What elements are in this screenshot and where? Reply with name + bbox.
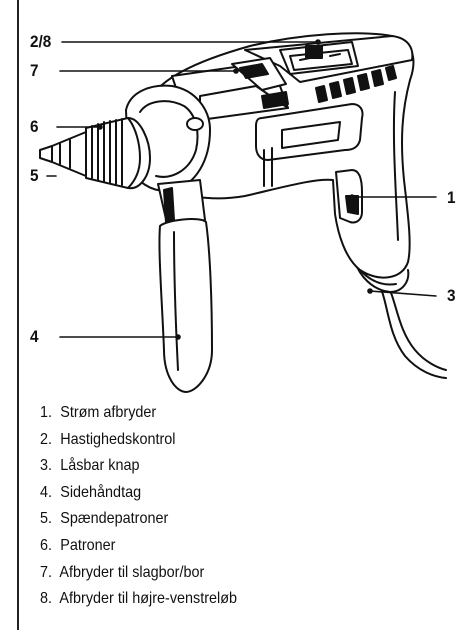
page-border-line [17, 0, 19, 630]
legend-label: Patroner [60, 536, 116, 554]
callout-1: 1 [447, 188, 456, 207]
legend-number: 8. [40, 590, 53, 608]
legend-item: 6. Patroner [40, 533, 237, 560]
legend-label: Hastighedskontrol [60, 430, 176, 448]
legend-item: 4. Sidehåndtag [40, 480, 237, 507]
legend-number: 1. [40, 404, 53, 421]
legend-item: 8. Afbryder til højre-venstreløb [40, 586, 237, 613]
callout-6: 6 [30, 117, 39, 136]
power-cord [379, 285, 447, 379]
legend-number: 7. [40, 563, 53, 581]
legend-item: 2. Hastighedskontrol [40, 427, 237, 454]
chuck-jaws [39, 131, 87, 177]
legend-label: Afbryder til slagbor/bor [59, 563, 205, 581]
legend-number: 2. [40, 430, 53, 448]
legend-label: Afbryder til højre-venstreløb [59, 590, 238, 608]
legend-item: 5. Spændepatroner [40, 506, 237, 533]
top-housing [244, 35, 414, 103]
callout-4: 4 [30, 327, 39, 346]
legend-item: 3. Låsbar knap [40, 453, 237, 480]
parts-legend: 1. Strøm afbryder 2. Hastighedskontrol 3… [40, 400, 259, 613]
legend-label: Låsbar knap [60, 457, 140, 475]
legend-item: 1. Strøm afbryder [40, 400, 237, 427]
leader-lines [46, 39, 437, 340]
callout-2-8: 2/8 [30, 32, 52, 51]
callout-3: 3 [447, 286, 456, 305]
side-handle [157, 179, 213, 393]
callout-5: 5 [30, 166, 39, 185]
legend-label: Strøm afbryder [60, 404, 157, 421]
legend-item: 7. Afbryder til slagbor/bor [40, 560, 237, 587]
chuck [85, 117, 151, 190]
legend-label: Sidehåndtag [60, 483, 142, 501]
callout-7: 7 [30, 61, 39, 80]
legend-number: 3. [40, 457, 53, 475]
legend-number: 4. [40, 483, 53, 501]
legend-number: 6. [40, 536, 53, 554]
legend-number: 5. [40, 510, 53, 528]
legend-label: Spændepatroner [60, 510, 169, 528]
